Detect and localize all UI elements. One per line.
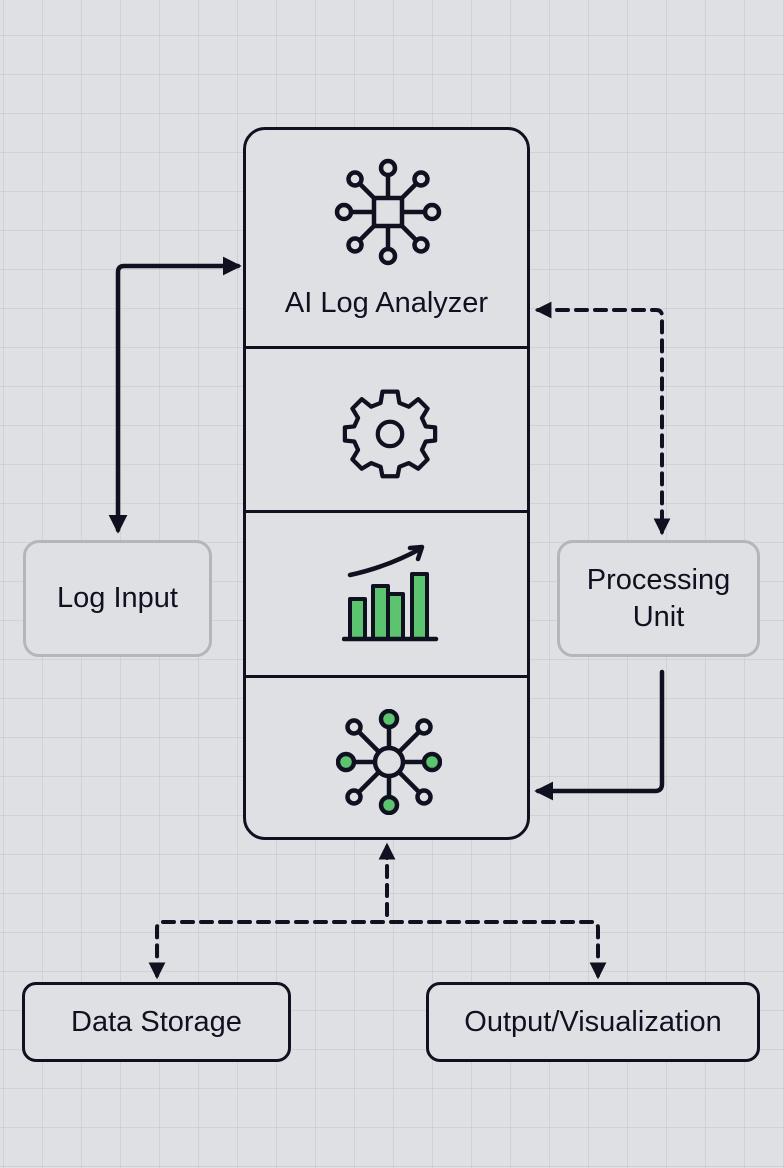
ai-log-analyzer-stack[interactable]: AI Log Analyzer xyxy=(243,127,530,840)
output-visualization-node[interactable]: Output/Visualization xyxy=(426,982,760,1062)
output-visualization-label: Output/Visualization xyxy=(464,1005,722,1038)
section-ai-analyzer[interactable]: AI Log Analyzer xyxy=(246,130,527,347)
chart-bar xyxy=(348,597,367,641)
section-processing[interactable] xyxy=(246,349,527,510)
network-chip-icon xyxy=(334,158,442,266)
section-divider xyxy=(246,510,527,513)
processing-unit-node[interactable]: Processing Unit xyxy=(557,540,760,657)
connector-core-output xyxy=(389,920,607,980)
section-divider xyxy=(246,346,527,349)
section-divider xyxy=(246,675,527,678)
section-distribution[interactable] xyxy=(246,678,527,837)
log-input-label: Log Input xyxy=(57,582,178,615)
connector-log-input-core xyxy=(108,256,242,534)
connector-processing-core xyxy=(534,669,665,801)
data-storage-label: Data Storage xyxy=(71,1005,242,1038)
section-analytics[interactable] xyxy=(246,513,527,675)
bar-chart-trend-icon xyxy=(342,544,439,642)
data-storage-node[interactable]: Data Storage xyxy=(22,982,291,1062)
trend-arrow xyxy=(347,546,423,578)
connector-core-processing xyxy=(534,301,671,536)
connector-core-data-storage xyxy=(148,920,385,980)
log-input-node[interactable]: Log Input xyxy=(23,540,212,657)
chart-bar xyxy=(410,572,429,641)
processing-unit-label-line2: Unit xyxy=(632,600,685,633)
chart-bar xyxy=(371,584,390,641)
core-title: AI Log Analyzer xyxy=(284,287,489,319)
network-hub-icon xyxy=(336,709,442,815)
processing-unit-label-line1: Processing xyxy=(586,564,731,597)
gear-icon xyxy=(342,389,438,479)
chart-bar xyxy=(386,592,405,641)
